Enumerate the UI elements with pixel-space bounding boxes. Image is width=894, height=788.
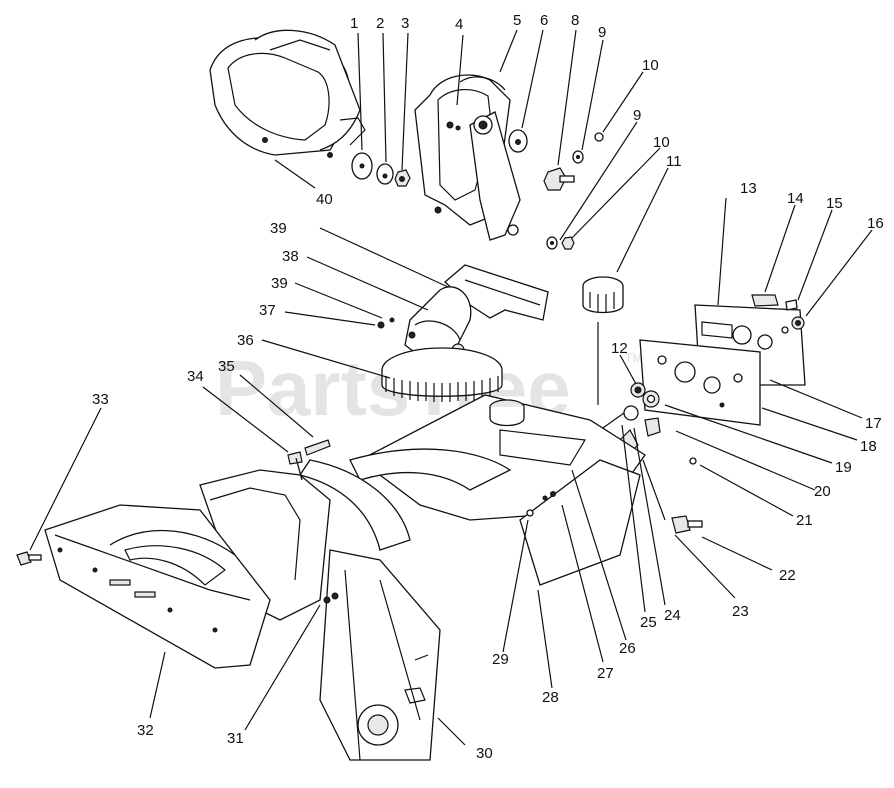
callout-14: 14 bbox=[787, 190, 804, 207]
screws-part-31[interactable] bbox=[323, 592, 339, 604]
callout-labels: 1 2 3 4 5 6 8 9 10 9 10 11 13 14 15 16 1… bbox=[92, 12, 884, 762]
callout-36: 36 bbox=[237, 332, 254, 349]
callout-21: 21 bbox=[796, 512, 813, 529]
bolt-part-8[interactable] bbox=[543, 167, 575, 191]
crank-bracket-part-39[interactable] bbox=[444, 264, 549, 321]
rod-part-23[interactable] bbox=[642, 459, 666, 521]
screw-part-27[interactable] bbox=[542, 491, 556, 501]
callout-6: 6 bbox=[540, 12, 548, 29]
callout-15: 15 bbox=[826, 195, 843, 212]
bushing-part-25[interactable] bbox=[599, 405, 639, 431]
callout-10b: 10 bbox=[653, 134, 670, 151]
callout-20: 20 bbox=[814, 483, 831, 500]
bolt-part-22[interactable] bbox=[671, 515, 703, 534]
callout-40: 40 bbox=[316, 191, 333, 208]
callout-5: 5 bbox=[513, 12, 521, 29]
chute-part-4[interactable] bbox=[414, 74, 521, 241]
primer-part-16[interactable] bbox=[791, 316, 805, 330]
callout-19: 19 bbox=[835, 459, 852, 476]
callout-12: 12 bbox=[611, 340, 628, 357]
callout-23: 23 bbox=[732, 603, 749, 620]
callout-3: 3 bbox=[401, 15, 409, 32]
callout-4: 4 bbox=[455, 16, 463, 33]
callout-27: 27 bbox=[597, 665, 614, 682]
callout-31: 31 bbox=[227, 730, 244, 747]
callout-10a: 10 bbox=[642, 57, 659, 74]
screw-part-21[interactable] bbox=[689, 457, 697, 465]
callout-33: 33 bbox=[92, 391, 109, 408]
callout-8: 8 bbox=[571, 12, 579, 29]
nuts-part-35[interactable] bbox=[304, 439, 331, 456]
ring-gear-part-36[interactable] bbox=[381, 347, 503, 402]
callout-26: 26 bbox=[619, 640, 636, 657]
callout-1: 1 bbox=[350, 15, 358, 32]
washer-part-2[interactable] bbox=[376, 163, 394, 185]
callout-11: 11 bbox=[666, 153, 682, 170]
nut-part-3[interactable] bbox=[394, 169, 411, 187]
callout-17: 17 bbox=[865, 415, 882, 432]
callout-39a: 39 bbox=[270, 220, 287, 237]
key-part-15[interactable] bbox=[785, 299, 798, 311]
callout-24: 24 bbox=[664, 607, 681, 624]
callout-2: 2 bbox=[376, 15, 384, 32]
gasket-part-5[interactable] bbox=[459, 76, 506, 91]
washer-part-1[interactable] bbox=[351, 152, 373, 180]
watermark-tm: TM bbox=[625, 351, 642, 365]
nut-part-10b[interactable] bbox=[561, 236, 575, 250]
callout-28: 28 bbox=[542, 689, 559, 706]
washer-part-9a[interactable] bbox=[572, 150, 584, 164]
chute-opening-part-28[interactable] bbox=[519, 459, 641, 586]
callout-29: 29 bbox=[492, 651, 509, 668]
callout-32: 32 bbox=[137, 722, 154, 739]
bolt-part-33[interactable] bbox=[16, 551, 42, 566]
washer-part-6[interactable] bbox=[508, 129, 528, 153]
callout-39b: 39 bbox=[271, 275, 288, 292]
callout-34: 34 bbox=[187, 368, 204, 385]
callout-37: 37 bbox=[259, 302, 276, 319]
switch-part-14[interactable] bbox=[751, 294, 779, 307]
scraper-frame-part-32[interactable] bbox=[44, 504, 271, 669]
chute-deflector-part-40[interactable] bbox=[209, 29, 366, 158]
callout-9b: 9 bbox=[633, 107, 641, 124]
screws-part-34[interactable] bbox=[287, 451, 303, 481]
washer-part-29[interactable] bbox=[526, 509, 534, 517]
knob-part-11[interactable] bbox=[582, 276, 624, 314]
nut-part-10a[interactable] bbox=[594, 132, 604, 142]
callout-9a: 9 bbox=[598, 24, 606, 41]
leader-lines bbox=[29, 29, 873, 746]
callout-13: 13 bbox=[740, 180, 757, 197]
callout-22: 22 bbox=[779, 567, 796, 584]
washer-part-9b[interactable] bbox=[546, 236, 558, 250]
auger-housing[interactable] bbox=[199, 448, 512, 761]
callout-18: 18 bbox=[860, 438, 877, 455]
nut-part-19[interactable] bbox=[642, 390, 660, 408]
callout-16: 16 bbox=[867, 215, 884, 232]
callout-30: 30 bbox=[476, 745, 493, 762]
screw-part-37[interactable] bbox=[377, 317, 416, 339]
callout-38: 38 bbox=[282, 248, 299, 265]
panel-gasket-part-18[interactable] bbox=[639, 339, 761, 426]
callout-25: 25 bbox=[640, 614, 657, 631]
callout-35: 35 bbox=[218, 358, 235, 375]
washer-part-12[interactable] bbox=[630, 382, 646, 398]
